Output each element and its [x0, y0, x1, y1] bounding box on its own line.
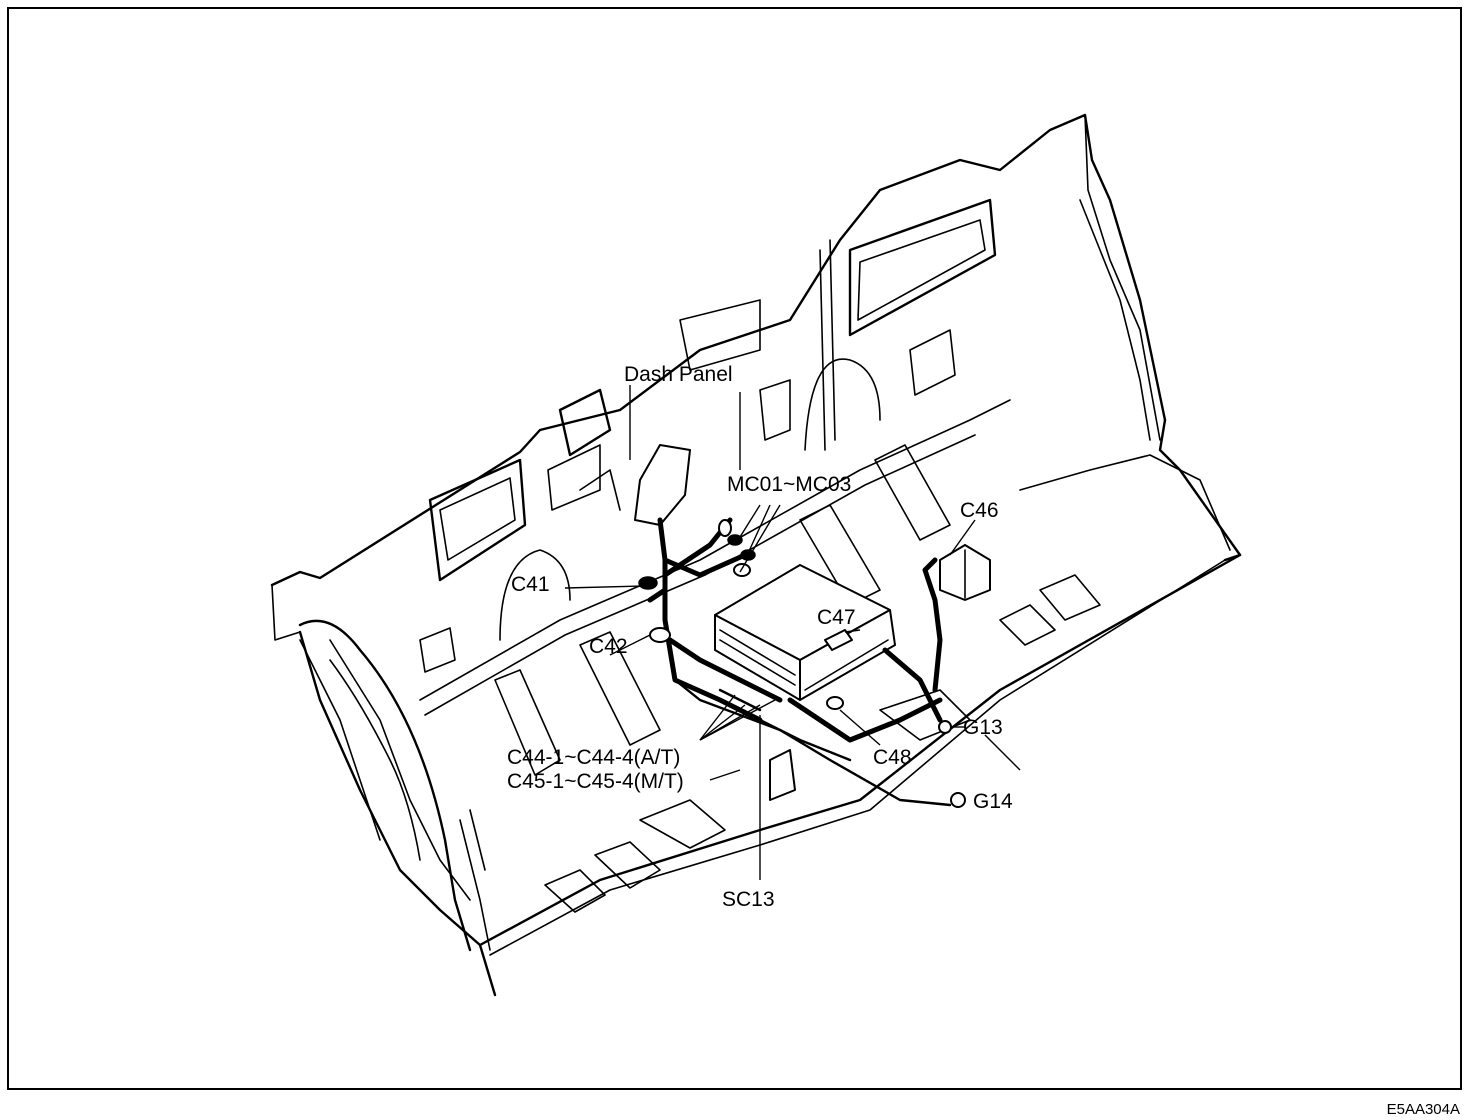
label-sc13: SC13 — [722, 888, 775, 911]
callout-labels: Dash Panel MC01~MC03 C41 C42 C44-1~C44-4… — [507, 363, 1013, 911]
label-g14: G14 — [973, 790, 1013, 813]
label-c44: C44-1~C44-4(A/T) — [507, 746, 680, 769]
label-c42: C42 — [589, 635, 628, 658]
leader-lines — [564, 385, 1021, 880]
label-c41: C41 — [511, 573, 550, 596]
label-c46: C46 — [960, 499, 999, 522]
label-g13: G13 — [963, 716, 1003, 739]
dash-panel-outline — [270, 113, 1242, 997]
control-module-box — [714, 564, 896, 701]
label-c48: C48 — [873, 746, 912, 769]
label-c47: C47 — [817, 606, 856, 629]
wiring-harness — [634, 444, 991, 808]
figure-code: E5AA304A — [1386, 1101, 1460, 1118]
diagram-frame — [7, 7, 1462, 1090]
label-mc01-mc03: MC01~MC03 — [727, 473, 851, 496]
label-dash-panel: Dash Panel — [624, 363, 733, 386]
label-c45: C45-1~C45-4(M/T) — [507, 770, 684, 793]
